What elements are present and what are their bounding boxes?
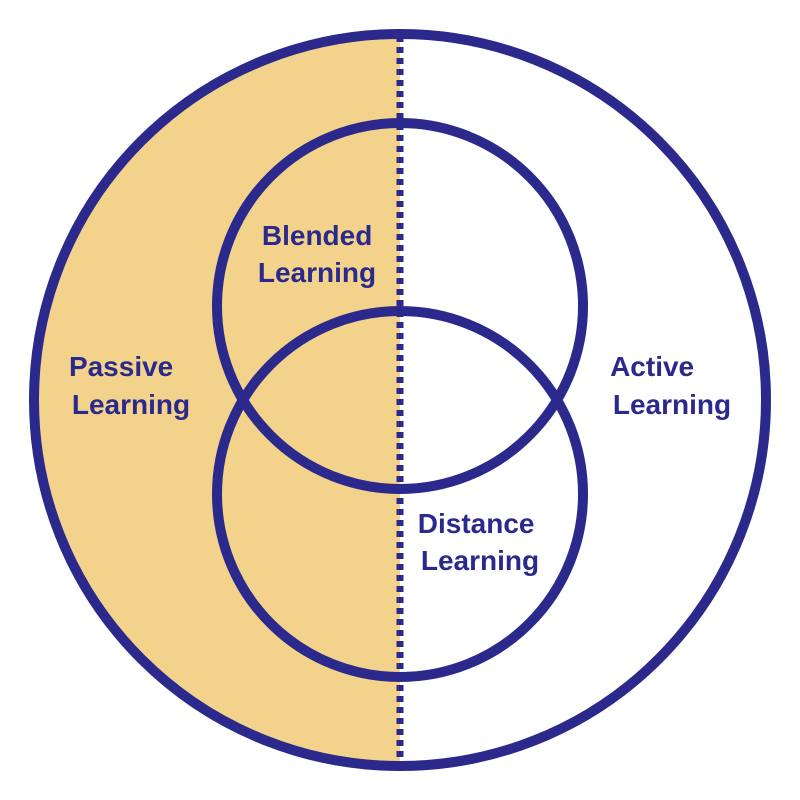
- active-label-line2: Learning: [613, 389, 731, 420]
- active-label-line1: Active: [610, 351, 694, 382]
- distance-label-line2: Learning: [421, 545, 539, 576]
- distance-circle: [212, 306, 588, 682]
- passive-label-line1: Passive: [69, 351, 173, 382]
- active-learning-label: Active Learning: [610, 351, 731, 420]
- blended-circle: [212, 118, 588, 494]
- passive-half-fill: [34, 34, 400, 766]
- passive-label-line2: Learning: [72, 389, 190, 420]
- blended-label-line1: Blended: [262, 220, 372, 251]
- distance-learning-label: Distance Learning: [418, 508, 543, 576]
- distance-label-line1: Distance: [418, 508, 535, 539]
- outer-circle: [29, 29, 771, 771]
- passive-learning-label: Passive Learning: [69, 351, 190, 420]
- blended-label-line2: Learning: [258, 257, 376, 288]
- blended-learning-label: Blended Learning: [258, 220, 380, 288]
